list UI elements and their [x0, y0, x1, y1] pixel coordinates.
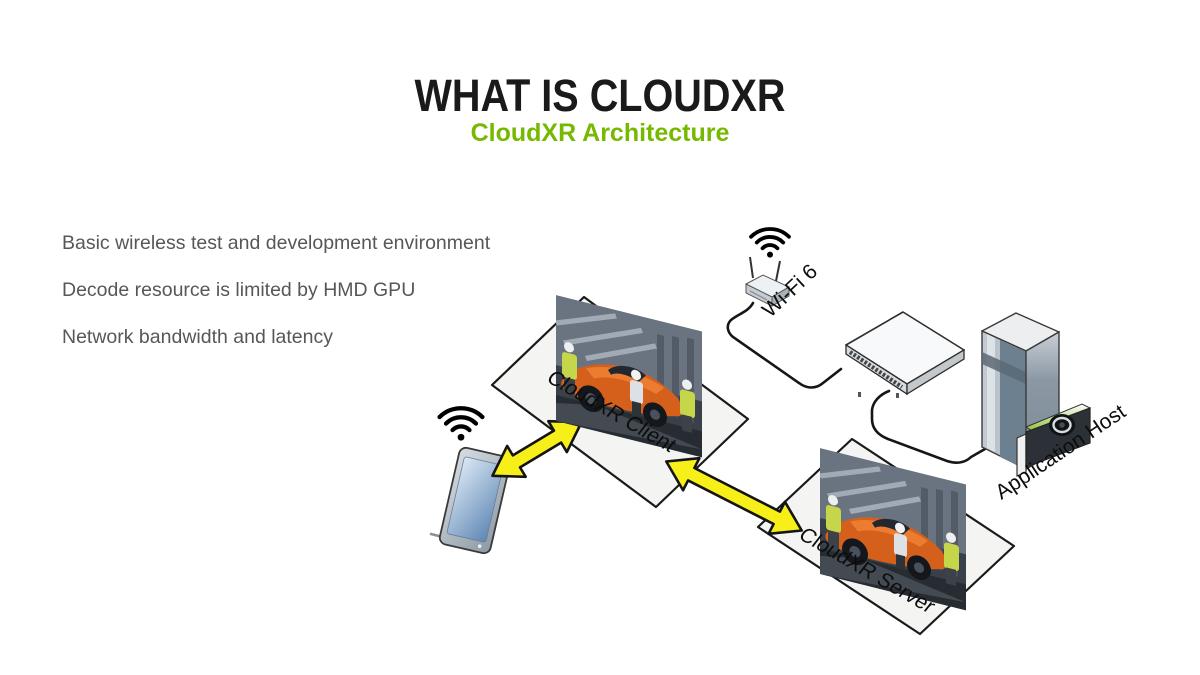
wifi-signal-icon-phone — [437, 406, 485, 441]
gpu-card — [1016, 403, 1092, 477]
connector-switch-host — [870, 389, 987, 464]
wifi-router — [744, 256, 791, 307]
cloudxr-client-screenshot — [556, 295, 702, 458]
page-title: WHAT IS CLOUDXR — [414, 70, 786, 121]
page-subtitle: CloudXR Architecture — [470, 119, 730, 147]
connector-router-switch — [726, 301, 843, 389]
wifi-signal-icon-router — [749, 227, 791, 258]
bullet-item: Network bandwidth and latency — [62, 326, 333, 348]
bullet-item: Decode resource is limited by HMD GPU — [62, 279, 416, 301]
bullet-item: Basic wireless test and development envi… — [62, 232, 491, 254]
cloudxr-server-screenshot — [820, 448, 966, 611]
double-arrow-client-server — [664, 456, 804, 536]
network-switch — [845, 311, 965, 398]
